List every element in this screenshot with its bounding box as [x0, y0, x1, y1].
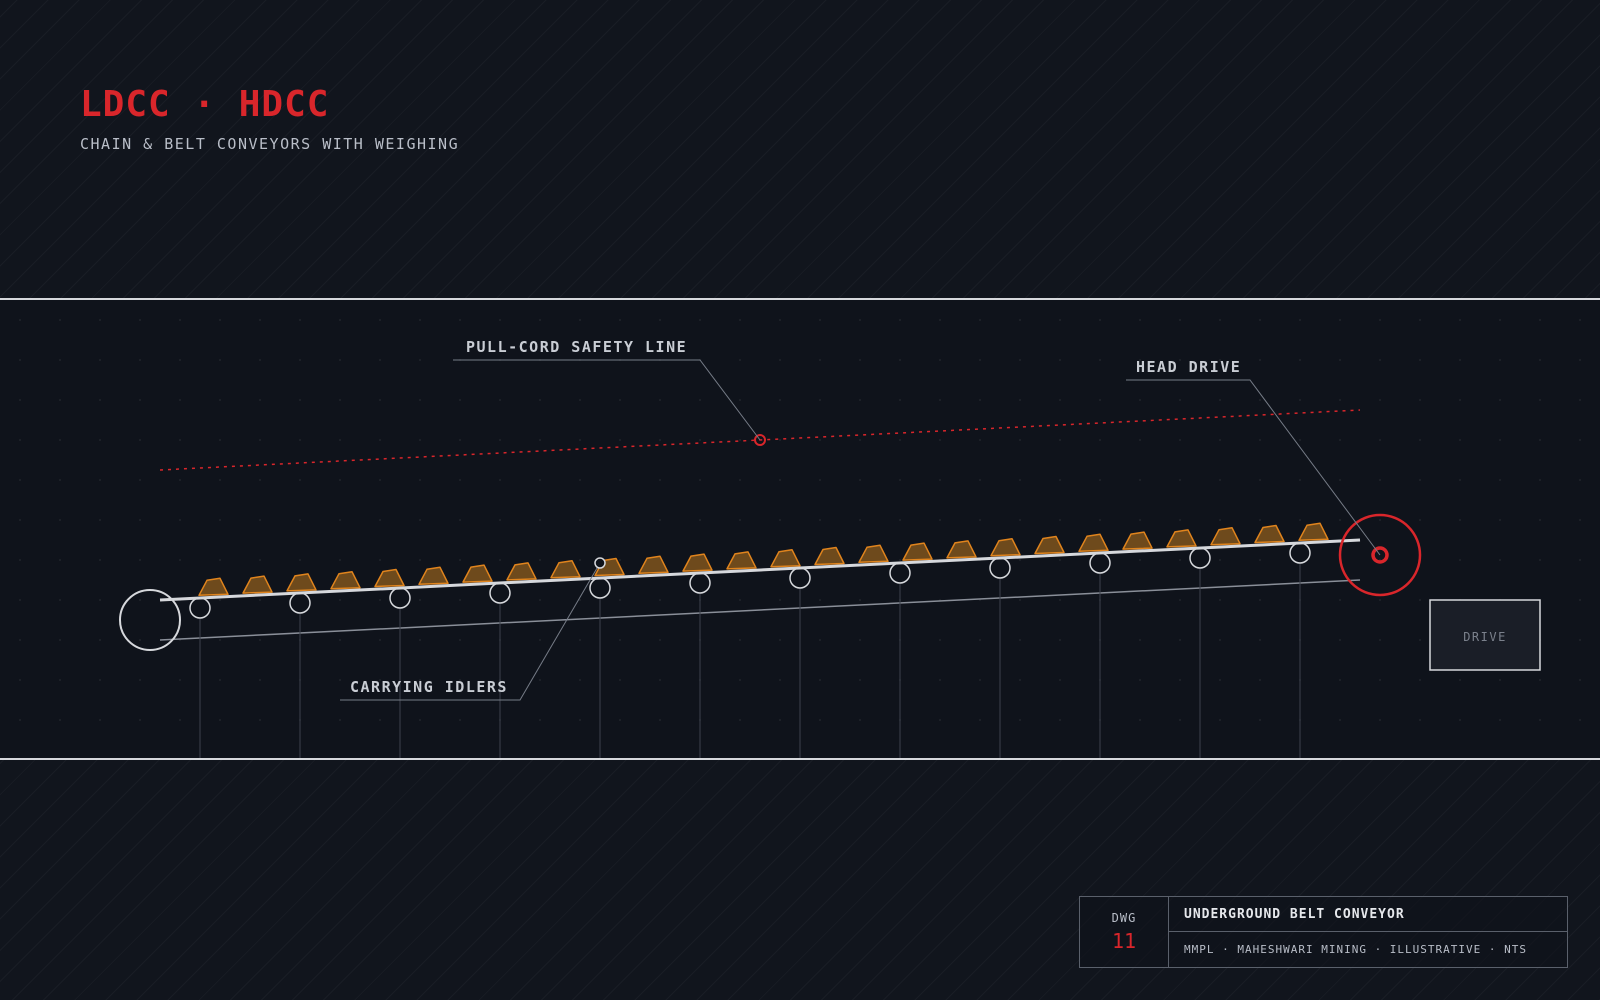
head-drive-leader — [1126, 379, 1381, 556]
carrying-idlers-marker — [594, 557, 606, 569]
belt-load — [1166, 529, 1197, 548]
drive-box — [1429, 599, 1541, 671]
belt-load — [1122, 531, 1153, 550]
carrying-idler — [1089, 552, 1111, 574]
drawing-info-cell: UNDERGROUND BELT CONVEYOR MMPL · MAHESHW… — [1169, 897, 1567, 967]
belt-load — [1034, 535, 1065, 555]
carrying-idler — [189, 597, 211, 619]
tail-pulley — [119, 589, 181, 651]
head-pulley-hub — [1371, 546, 1389, 564]
belt-load — [858, 544, 889, 564]
carrying-idler — [489, 582, 511, 604]
carrying-idler — [389, 587, 411, 609]
pull-cord-callout: PULL-CORD SAFETY LINE — [466, 338, 687, 356]
belt-load — [902, 542, 933, 561]
belt-load — [462, 564, 493, 583]
pull-cord-leader — [453, 359, 761, 441]
drive-label: DRIVE — [1463, 630, 1507, 644]
belt-load — [1210, 526, 1241, 546]
carrying-idler — [689, 572, 711, 594]
belt-load — [374, 568, 405, 588]
belt-load — [418, 566, 449, 586]
belt-load — [814, 546, 845, 566]
belt-load — [682, 553, 713, 572]
belt-load — [198, 577, 229, 597]
belt-load — [946, 540, 977, 559]
carrying-idler — [889, 562, 911, 584]
carrying-idler — [789, 567, 811, 589]
belt-load — [286, 573, 317, 592]
drawing-name: UNDERGROUND BELT CONVEYOR — [1169, 897, 1567, 932]
load-group — [198, 522, 1329, 597]
carrying-idler — [589, 577, 611, 599]
pull-cord-marker — [754, 434, 766, 446]
head-pulley — [1338, 513, 1422, 597]
head-drive-callout: HEAD DRIVE — [1136, 358, 1241, 376]
dwg-label: DWG — [1111, 911, 1137, 925]
carrying-idler — [989, 557, 1011, 579]
belt-load — [1298, 522, 1329, 542]
carrying-idler — [1289, 542, 1311, 564]
drawing-number-cell: DWG 11 — [1080, 897, 1169, 967]
belt-load — [1254, 524, 1285, 544]
belt-load — [550, 559, 581, 579]
dwg-number: 11 — [1111, 929, 1137, 953]
belt-load — [770, 548, 801, 568]
belt-load — [726, 551, 757, 570]
belt-load — [638, 555, 669, 575]
belt-load — [506, 562, 537, 581]
carrying-idlers-leader — [340, 562, 601, 701]
idler-group — [189, 542, 1311, 758]
title-block: DWG 11 UNDERGROUND BELT CONVEYOR MMPL · … — [1079, 896, 1568, 968]
carrying-idler — [1189, 547, 1211, 569]
belt-load — [1078, 533, 1109, 553]
page-subtitle: CHAIN & BELT CONVEYORS WITH WEIGHING — [80, 135, 460, 153]
belt-load — [242, 575, 273, 594]
belt-load — [990, 537, 1021, 557]
carrying-idler — [289, 592, 311, 614]
carrying-idlers-callout: CARRYING IDLERS — [350, 678, 508, 696]
drawing-credits: MMPL · MAHESHWARI MINING · ILLUSTRATIVE … — [1184, 943, 1528, 956]
belt-load — [330, 570, 361, 590]
return-belt — [159, 579, 1361, 641]
carrying-belt — [159, 538, 1361, 602]
page-title: LDCC · HDCC — [80, 84, 330, 125]
